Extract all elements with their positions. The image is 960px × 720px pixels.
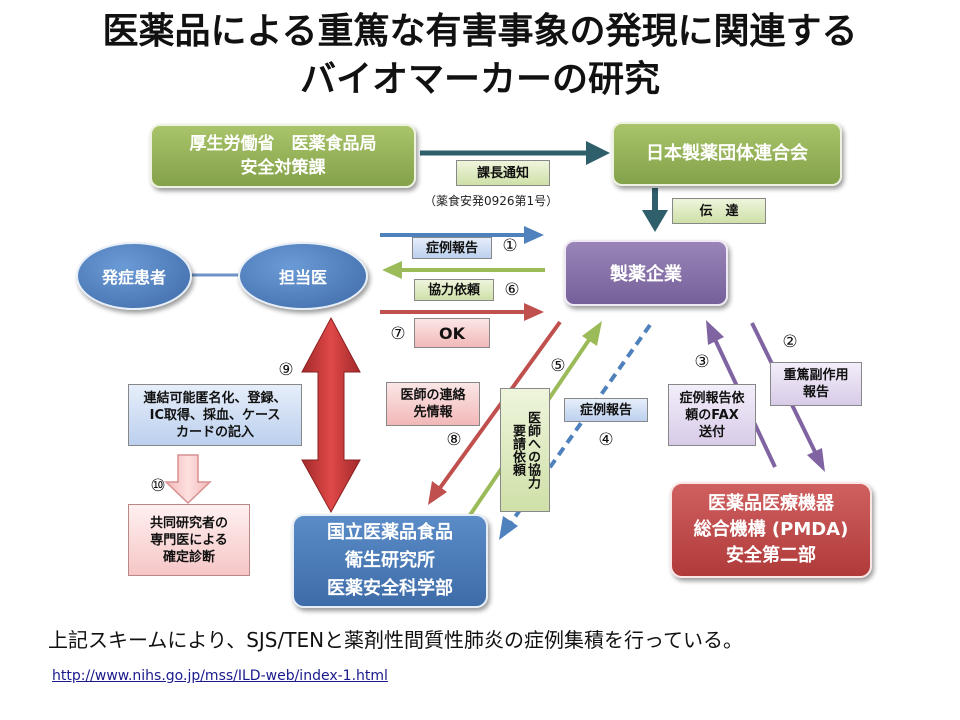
arrow-notice (420, 141, 610, 165)
ok-text: OK (439, 323, 465, 343)
anonymize-line3: カードの記入 (175, 424, 254, 440)
ok-label: OK (414, 318, 490, 348)
patient-ellipse: 発症患者 (76, 242, 192, 310)
nihs-line2: 衛生研究所 (345, 550, 435, 571)
case-report-4-text: 症例報告 (579, 402, 632, 418)
doctor-coop-label: 医師への協力 要請依頼 (500, 388, 550, 512)
coop-request-label: 協力依頼 (414, 279, 494, 301)
anonymize-label: 連結可能匿名化、登録、 IC取得、採血、ケース カードの記入 (128, 384, 302, 446)
arrow-transmit (642, 188, 668, 232)
anonymize-line1: 連結可能匿名化、登録、 (143, 390, 287, 406)
transmit-text: 伝 達 (699, 203, 739, 219)
page-title: 医薬品による重篤な有害事象の発現に関連する バイオマーカーの研究 (0, 8, 960, 104)
arrow-specialist (164, 454, 212, 505)
pmda-box: 医薬品医療機器 総合機構 (PMDA) 安全第二部 (670, 482, 872, 578)
doctor-contact-line1: 医師の連絡 (400, 388, 466, 403)
specialist-line3: 確定診断 (162, 549, 215, 565)
mhlw-line2: 安全対策課 (240, 158, 326, 178)
footer-note: 上記スキームにより、SJS/TENと薬剤性間質性肺炎の症例集積を行っている。 (48, 628, 744, 652)
nihs-line1: 国立医薬品食品 (327, 522, 453, 543)
arrow-case-report-1 (380, 226, 544, 244)
step-number-2: ② (782, 332, 798, 352)
step-number-7: ⑦ (390, 324, 406, 344)
serious-adr-line2: 報告 (802, 385, 829, 400)
notice-label: 課長通知 (456, 160, 550, 186)
nihs-line3: 医薬安全科学部 (327, 578, 453, 599)
case-report-1-label: 症例報告 (412, 237, 492, 259)
page-title-line1: 医薬品による重篤な有害事象の発現に関連する (102, 11, 858, 52)
step-number-4: ④ (598, 430, 614, 450)
doctor-contact-line2: 先情報 (413, 405, 453, 420)
fax-label: 症例報告依 頼のFAX 送付 (668, 384, 756, 446)
arrow-anonymize-double (301, 316, 361, 514)
page-title-line2: バイオマーカーの研究 (299, 59, 660, 100)
arrow-ok (380, 303, 544, 321)
notice-text: 課長通知 (476, 165, 529, 181)
transmit-label: 伝 達 (672, 198, 766, 224)
mhlw-line1: 厚生労働省 医薬食品局 (189, 134, 377, 154)
notice-ref: （薬食安発0926第1号） (424, 194, 559, 208)
pmda-line3: 安全第二部 (726, 545, 816, 566)
fpmaj-label: 日本製薬団体連合会 (646, 143, 808, 164)
fax-line3: 送付 (698, 424, 725, 440)
company-box: 製薬企業 (564, 240, 728, 306)
specialist-label: 共同研究者の 専門医による 確定診断 (128, 504, 250, 576)
fax-line1: 症例報告依 (679, 390, 745, 406)
step-number-6: ⑥ (504, 280, 520, 300)
arrow-coop-request (382, 261, 545, 279)
specialist-line2: 専門医による (150, 532, 228, 548)
fax-line2: 頼のFAX (685, 407, 739, 423)
patient-label: 発症患者 (101, 268, 166, 287)
step-number-3: ③ (694, 352, 710, 372)
doctor-coop-col1: 医師への協力 (525, 411, 540, 489)
anonymize-line2: IC取得、採血、ケース (149, 407, 281, 423)
fpmaj-box: 日本製薬団体連合会 (612, 122, 842, 186)
company-label: 製薬企業 (610, 264, 682, 285)
step-number-10: ⑩ (150, 476, 166, 496)
specialist-line1: 共同研究者の (149, 515, 228, 531)
doctor-contact-label: 医師の連絡 先情報 (386, 382, 480, 426)
case-report-4-label: 症例報告 (564, 398, 648, 422)
pmda-line2: 総合機構 (PMDA) (693, 519, 849, 540)
coop-request-text: 協力依頼 (427, 282, 480, 298)
mhlw-box: 厚生労働省 医薬食品局 安全対策課 (150, 124, 416, 188)
serious-adr-line1: 重篤副作用 (783, 368, 849, 383)
arrow-case-report-4 (499, 323, 652, 540)
serious-adr-label: 重篤副作用 報告 (770, 362, 862, 406)
step-number-9: ⑨ (278, 360, 294, 380)
doctor-label: 担当医 (278, 268, 327, 287)
doctor-ellipse: 担当医 (238, 242, 368, 310)
nihs-box: 国立医薬品食品 衛生研究所 医薬安全科学部 (292, 514, 488, 608)
pmda-line1: 医薬品医療機器 (708, 493, 834, 514)
step-number-1: ① (502, 236, 518, 256)
doctor-coop-col2: 要請依頼 (510, 424, 525, 476)
arrow-doctor-contact (428, 320, 562, 505)
step-number-8: ⑧ (446, 430, 462, 450)
case-report-1-text: 症例報告 (425, 240, 478, 256)
source-link[interactable]: http://www.nihs.go.jp/mss/ILD-web/index-… (52, 668, 388, 684)
step-number-5: ⑤ (550, 356, 566, 376)
